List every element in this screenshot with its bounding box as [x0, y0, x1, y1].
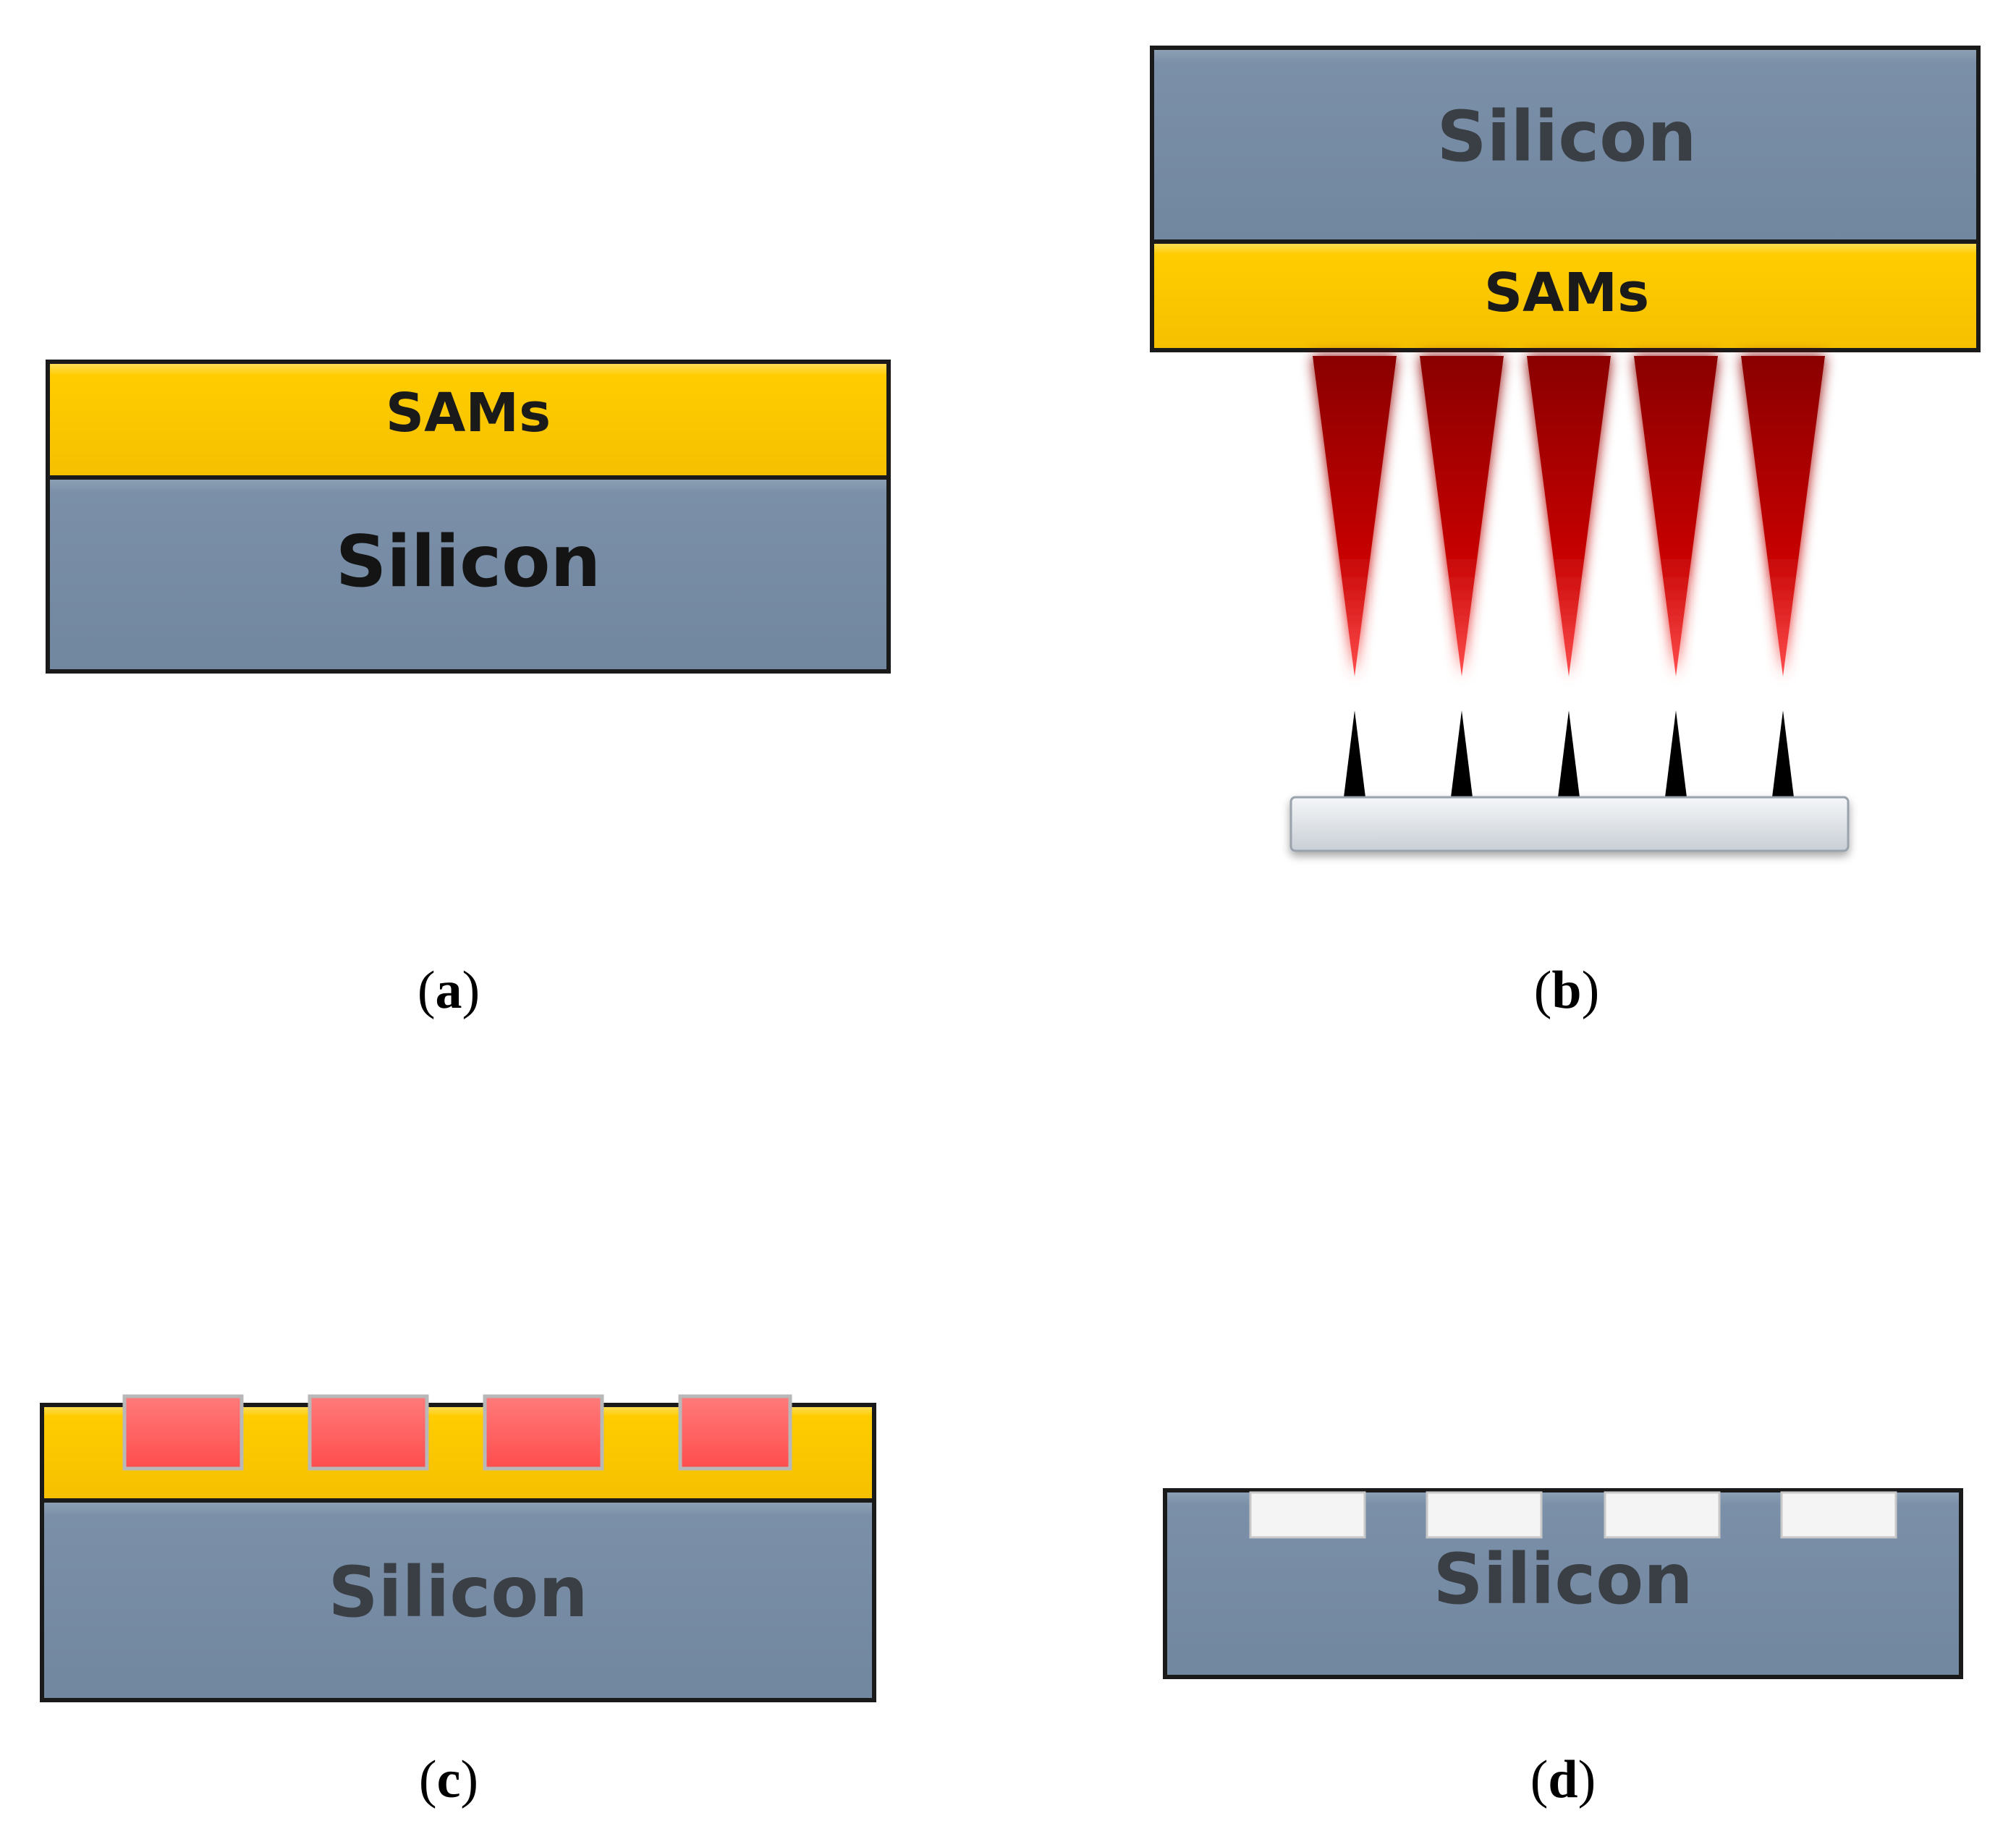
- panel-caption: (c): [419, 1750, 478, 1809]
- sams-layer: [46, 360, 891, 480]
- laser-beam: [1527, 356, 1611, 676]
- laser-beam: [1313, 356, 1397, 676]
- panel-caption: (a): [418, 961, 480, 1020]
- etched-trench: [1780, 1491, 1897, 1539]
- panel-caption: (d): [1530, 1750, 1596, 1809]
- probe-tip: [1772, 710, 1794, 797]
- probe-tip: [1344, 710, 1365, 797]
- laser-beam: [1741, 356, 1825, 676]
- probe-tip: [1558, 710, 1580, 797]
- silicon-substrate: [40, 1498, 876, 1702]
- laser-beam: [1420, 356, 1504, 676]
- etched-trench: [1426, 1491, 1543, 1539]
- sams-label: SAMs: [1484, 262, 1649, 324]
- panel-d: Silicon (d): [1163, 1488, 1963, 1809]
- etched-trench: [1249, 1491, 1366, 1539]
- panel-a: SAMs Silicon (a): [46, 360, 891, 1020]
- sams-label: SAMs: [386, 382, 551, 444]
- tip-array-base: [1289, 796, 1850, 852]
- silicon-substrate: [1150, 46, 1981, 244]
- laser-beams: [1313, 356, 1825, 676]
- etched-regions: [1249, 1491, 1897, 1539]
- patterned-region: [308, 1394, 429, 1471]
- laser-beam: [1634, 356, 1718, 676]
- patterned-region: [678, 1394, 792, 1471]
- silicon-substrate: [46, 475, 891, 674]
- patterned-region: [122, 1394, 244, 1471]
- sams-layer: [1150, 239, 1981, 352]
- panel-c: Silicon (c): [40, 1394, 876, 1809]
- patterned-regions: [122, 1394, 792, 1471]
- panel-caption: (b): [1534, 961, 1599, 1020]
- silicon-label: Silicon: [336, 521, 601, 603]
- panel-b: Silicon SAMs (b): [1150, 46, 1981, 1020]
- probe-tip: [1451, 710, 1473, 797]
- silicon-label: Silicon: [1433, 1539, 1693, 1620]
- probe-tip: [1665, 710, 1687, 797]
- probe-tips: [1344, 710, 1794, 797]
- patterned-region: [483, 1394, 604, 1471]
- silicon-label: Silicon: [328, 1552, 588, 1633]
- etched-trench: [1604, 1491, 1721, 1539]
- silicon-label: Silicon: [1436, 96, 1696, 177]
